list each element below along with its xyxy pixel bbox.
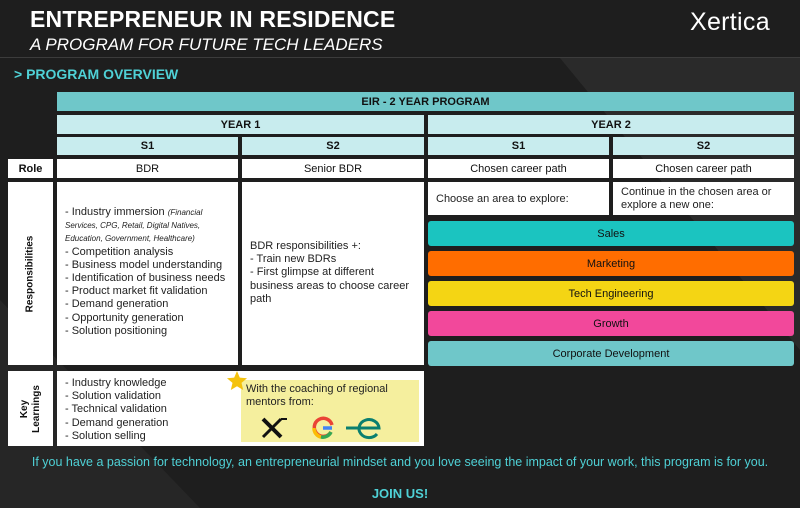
e-logo-icon (346, 418, 381, 440)
role-y1s2: Senior BDR (242, 159, 424, 178)
section-title: > PROGRAM OVERVIEW (14, 66, 179, 82)
y2s1-prompt: Choose an area to explore: (428, 182, 609, 215)
program-header: EIR - 2 YEAR PROGRAM (57, 92, 794, 111)
footer-text: If you have a passion for technology, an… (31, 455, 769, 469)
learning-item: - Demand generation (65, 416, 169, 429)
area-corporate-development: Corporate Development (428, 341, 794, 366)
learning-item: - Solution selling (65, 429, 146, 442)
responsibility-item: - Industry immersion (Financial Services… (65, 206, 203, 244)
semester-y1s1: S1 (57, 137, 238, 155)
coaching-box: With the coaching of regional mentors fr… (241, 380, 419, 442)
role-y2s2: Chosen career path (613, 159, 794, 178)
learning-item: - Solution validation (65, 390, 162, 403)
semester-y1s2: S2 (242, 137, 424, 155)
key-learnings-label: Key Learnings (8, 371, 53, 446)
area-sales: Sales (428, 221, 794, 246)
y1s2-responsibilities: BDR responsibilities +: - Train new BDRs… (242, 182, 424, 365)
header-divider (0, 57, 800, 58)
responsibility-item: - Product market fit validation (65, 285, 208, 298)
responsibility-item: - Opportunity generation (65, 311, 184, 324)
semester-y2s1: S1 (428, 137, 609, 155)
responsibilities-label: Responsibilities (8, 182, 53, 365)
y2s2-prompt: Continue in the chosen area or explore a… (613, 182, 794, 215)
x-logo-icon (261, 417, 287, 439)
join-us-cta: JOIN US! (371, 486, 429, 501)
role-label: Role (8, 159, 53, 178)
responsibility-item: - Demand generation (65, 298, 169, 311)
responsibility-item: - Business model understanding (65, 258, 223, 271)
google-logo-icon (312, 416, 334, 439)
mentor-logos (261, 416, 381, 440)
area-growth: Growth (428, 311, 794, 336)
role-y1s1: BDR (57, 159, 238, 178)
responsibility-item: - Competition analysis (65, 245, 174, 258)
star-icon (227, 371, 247, 390)
coaching-text: With the coaching of regional mentors fr… (246, 383, 388, 408)
responsibility-item: - Train new BDRs (250, 253, 337, 266)
page-subtitle: A PROGRAM FOR FUTURE TECH LEADERS (30, 35, 383, 54)
responsibility-intro: BDR responsibilities +: (250, 240, 361, 252)
xertica-logo: Xertica (690, 8, 770, 36)
responsibility-item: - First glimpse at different business ar… (250, 266, 409, 305)
industries-note: (Financial Services, CPG, Retail, Digita… (65, 208, 203, 244)
responsibility-item: - Identification of business needs (65, 272, 226, 285)
year1-header: YEAR 1 (57, 115, 424, 134)
semester-y2s2: S2 (613, 137, 794, 155)
learning-item: - Industry knowledge (65, 377, 167, 389)
y1s1-responsibilities: - Industry immersion (Financial Services… (57, 182, 238, 365)
learning-item: - Technical validation (65, 403, 167, 416)
area-tech-engineering: Tech Engineering (428, 281, 794, 306)
responsibility-item: - Solution positioning (65, 324, 168, 337)
role-y2s1: Chosen career path (428, 159, 609, 178)
page-title: ENTREPRENEUR IN RESIDENCE (30, 6, 396, 32)
area-marketing: Marketing (428, 251, 794, 276)
year2-header: YEAR 2 (428, 115, 794, 134)
